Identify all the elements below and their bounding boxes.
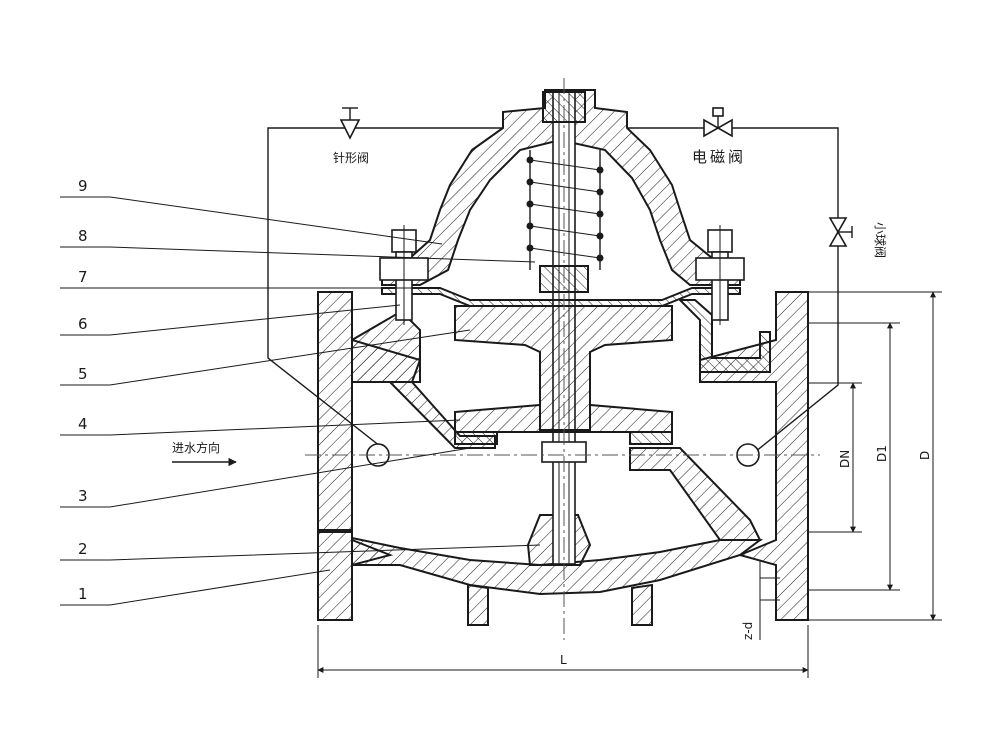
- inlet-direction-label: 进水方向: [172, 440, 220, 455]
- solenoid-valve-symbol: [703, 107, 733, 138]
- part-number-9: 9: [78, 177, 88, 195]
- needle-valve-symbol: [339, 107, 361, 140]
- length-dimension-label: L: [560, 653, 567, 667]
- left-bolt: [379, 225, 429, 325]
- part-number-8: 8: [78, 227, 88, 245]
- solenoid-valve-label: 电磁阀: [692, 148, 746, 166]
- small-ball-valve-symbol: [828, 217, 853, 247]
- part-number-6: 6: [78, 315, 88, 333]
- part-numbers: 9 8 7 6 5 4 3 2 1: [78, 177, 88, 603]
- dn-dimension-label: DN: [838, 450, 852, 468]
- diaphragm: [381, 287, 741, 307]
- part-number-5: 5: [78, 365, 88, 383]
- part-leaders: [60, 196, 541, 606]
- needle-valve-label: 针形阀: [333, 150, 369, 165]
- dimension-lines: [317, 291, 942, 678]
- small-ball-valve-label: 小球阀: [873, 222, 887, 258]
- part-number-2: 2: [78, 540, 88, 558]
- part-number-3: 3: [78, 487, 88, 505]
- part-number-4: 4: [78, 415, 88, 433]
- spring: [526, 150, 604, 270]
- d1-dimension-label: D1: [875, 445, 889, 462]
- d-dimension-label: D: [918, 451, 932, 460]
- part-number-7: 7: [78, 268, 88, 286]
- bolt-holes-label: z-d: [741, 622, 755, 640]
- part-number-1: 1: [78, 585, 88, 603]
- disc-seat-plate: [454, 403, 673, 445]
- right-bolt: [695, 225, 745, 325]
